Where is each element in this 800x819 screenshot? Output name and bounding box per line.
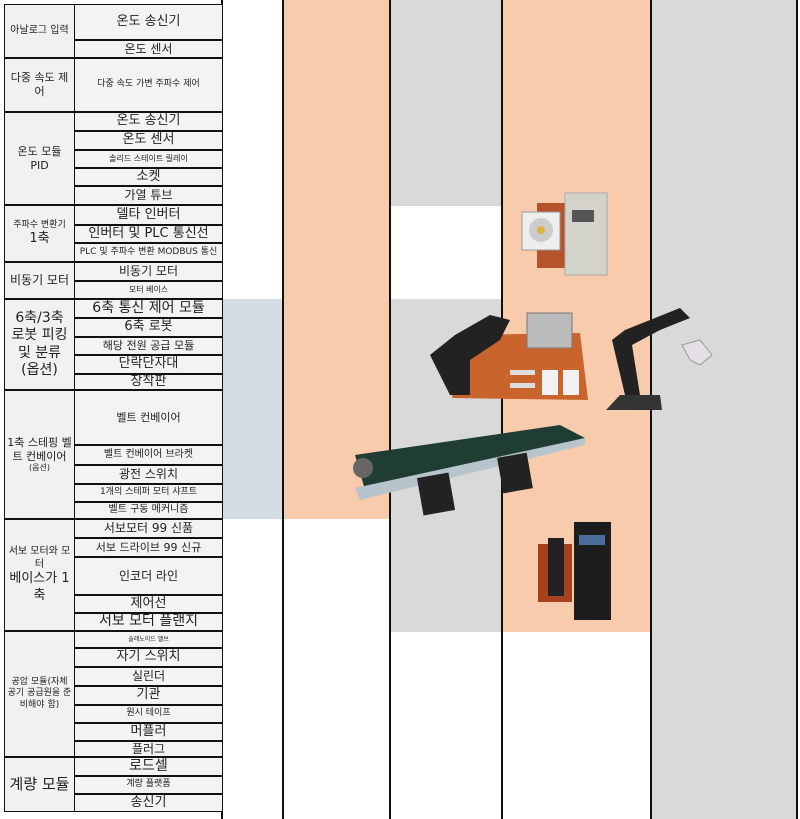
item-cell: 소켓 — [74, 168, 223, 186]
item-cell: 서보 모터 플랜지 — [74, 613, 223, 631]
column-divider — [650, 0, 652, 819]
category-label: 온도 모듈 PID — [17, 144, 62, 172]
column-divider — [389, 0, 391, 819]
category-label: 서보 모터와 모터 — [8, 546, 71, 570]
category-cell: 계량 모듈 — [4, 757, 75, 812]
category-cell: 다중 속도 제어 — [4, 58, 75, 112]
category-cell: 1축 스테핑 벨트 컨베이어(옵션) — [4, 390, 75, 519]
item-cell: 비동기 모터 — [74, 262, 223, 281]
item-cell: 인버터 및 PLC 통신선 — [74, 225, 223, 243]
item-cell: 벨트 컨베이어 브라켓 — [74, 445, 223, 465]
item-cell: 온도 센서 — [74, 131, 223, 150]
category-label: 1축 스테핑 벨트 컨베이어 — [7, 435, 72, 463]
item-cell: 서보 드라이브 99 신규 — [74, 538, 223, 557]
column-divider — [501, 0, 503, 819]
category-label: 주파수 변환기 — [13, 219, 66, 230]
item-cell: 가열 튜브 — [74, 186, 223, 205]
column-divider — [282, 0, 284, 819]
item-cell: 온도 센서 — [74, 40, 223, 58]
category-cell: 온도 모듈 PID — [4, 112, 75, 205]
item-cell: 장착판 — [74, 374, 223, 390]
category-label: 다중 속도 제어 — [10, 71, 69, 98]
item-cell: 1개의 스테퍼 모터 샤프트 — [74, 484, 223, 502]
category-sublabel: 베이스가 1축 — [9, 571, 70, 603]
category-cell: 비동기 모터 — [4, 262, 75, 299]
item-cell: 기관 — [74, 686, 223, 705]
item-cell: 광전 스위치 — [74, 465, 223, 484]
category-label: 비동기 모터 — [9, 273, 69, 287]
band-gray-mid — [390, 299, 502, 632]
item-cell: 6축 로봇 — [74, 318, 223, 337]
item-cell: PLC 및 주파수 변환 MODBUS 통신 — [74, 243, 223, 262]
item-cell: 온도 송신기 — [74, 112, 223, 131]
item-cell: 원시 테이프 — [74, 705, 223, 723]
category-label: 6축/3축 로봇 피킹 및 분류 (옵션) — [11, 309, 68, 379]
band-bluegray — [222, 299, 283, 519]
item-cell: 솔레노이드 밸브 — [74, 631, 223, 648]
item-cell: 제어선 — [74, 595, 223, 613]
item-cell: 인코더 라인 — [74, 557, 223, 595]
item-cell: 송신기 — [74, 794, 223, 812]
item-cell: 온도 송신기 — [74, 4, 223, 40]
category-sublabel: (옵션) — [29, 463, 50, 473]
item-cell: 자기 스위치 — [74, 648, 223, 667]
item-cell: 벨트 구동 메커니즘 — [74, 502, 223, 519]
item-cell: 다중 속도 가변 주파수 제어 — [74, 58, 223, 112]
column-divider — [796, 0, 798, 819]
category-label: 계량 모듈 — [9, 775, 70, 794]
band-gray-right — [651, 0, 798, 819]
item-cell: 플러그 — [74, 741, 223, 757]
category-label: 아날로그 입력 — [10, 24, 69, 36]
category-cell: 아날로그 입력 — [4, 4, 75, 58]
item-cell: 델타 인버터 — [74, 205, 223, 225]
band-peach-2 — [502, 0, 651, 632]
item-cell: 서보모터 99 신품 — [74, 519, 223, 538]
item-cell: 해당 전원 공급 모듈 — [74, 337, 223, 355]
item-cell: 실린더 — [74, 667, 223, 686]
category-cell: 6축/3축 로봇 피킹 및 분류 (옵션) — [4, 299, 75, 390]
item-cell: 로드셀 — [74, 757, 223, 776]
band-gray-top — [390, 0, 502, 206]
category-cell: 공압 모듈(자체 공기 공급원을 준비해야 함) — [4, 631, 75, 757]
item-cell: 단락단자대 — [74, 355, 223, 374]
item-cell: 솔리드 스테이트 릴레이 — [74, 150, 223, 168]
item-cell: 6축 통신 제어 모듈 — [74, 299, 223, 318]
item-cell: 머플러 — [74, 723, 223, 741]
item-cell: 벨트 컨베이어 — [74, 390, 223, 445]
category-sublabel: 1축 — [29, 231, 50, 246]
item-cell: 모터 베이스 — [74, 281, 223, 299]
item-cell: 계량 플랫폼 — [74, 776, 223, 794]
band-peach-1 — [283, 0, 390, 519]
category-label: 공압 모듈(자체 공기 공급원을 준비해야 함) — [7, 677, 72, 710]
